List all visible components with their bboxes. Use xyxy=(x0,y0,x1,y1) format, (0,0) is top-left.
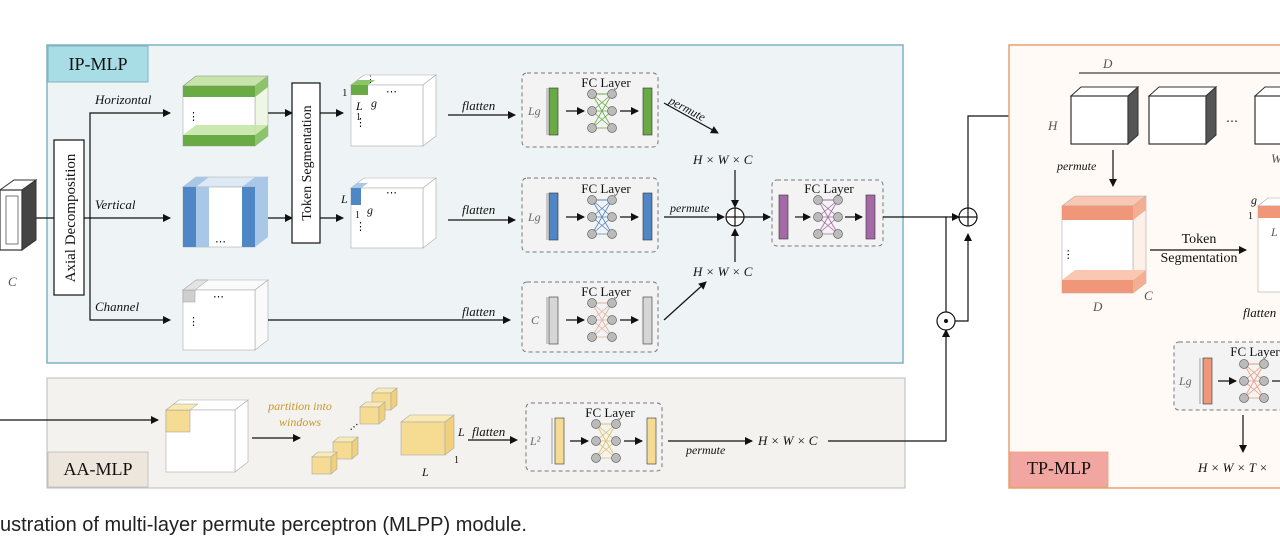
tp-mlp-label-box xyxy=(1009,451,1109,488)
fc-aa-input-label: L² xyxy=(529,434,541,448)
aa-cube xyxy=(165,399,249,473)
fc-layer-horizontal xyxy=(521,72,659,148)
aa-mlp-label-box xyxy=(47,451,149,488)
mult-dot xyxy=(944,319,948,323)
fc-layer-tp xyxy=(1173,341,1280,411)
fc-layer-channel xyxy=(521,281,659,353)
channel-cube: ⋯ ⋮ xyxy=(182,279,269,351)
tp-seg-one: 1 xyxy=(1248,211,1253,222)
ip-mlp-label: IP-MLP xyxy=(68,54,127,74)
from-token-seg-arrows xyxy=(320,109,344,222)
tp-token-seg-2: Segmentation xyxy=(1161,251,1238,266)
fc-layer-horizontal-title: FC Layer xyxy=(581,75,631,90)
aa-flatten-label: flatten xyxy=(472,424,505,439)
fc-layer-fusion xyxy=(771,179,884,247)
tp-permute-label: permute xyxy=(1056,159,1097,173)
tp-mlp-label: TP-MLP xyxy=(1027,458,1091,478)
flatten-label-v: flatten xyxy=(462,202,495,217)
permute-label-v: permute xyxy=(669,201,710,215)
tp-cubes-dots: ⋯ xyxy=(1226,114,1238,128)
aa-window-L-bottom: L xyxy=(421,465,429,479)
fc-layer-channel-title: FC Layer xyxy=(581,284,631,299)
seg-v-dots: ⋯ xyxy=(386,187,397,199)
seg-v-L: L xyxy=(340,192,348,206)
flatten-arrows xyxy=(448,111,516,224)
fc-layer-vertical-title: FC Layer xyxy=(581,181,631,196)
branch-channel-label: Channel xyxy=(95,299,139,314)
vertical-cube: ⋯ xyxy=(182,176,269,248)
merge-lines xyxy=(828,112,1041,442)
fc-layer-aa-title: FC Layer xyxy=(585,405,635,420)
segmented-cube-vertical: ⋯ ⋮ xyxy=(350,177,437,249)
to-token-seg-arrows xyxy=(268,109,511,324)
seg-h-one: 1 xyxy=(342,87,348,99)
tp-flatten-label: flatten xyxy=(1243,305,1276,320)
fc-channel-input-label: C xyxy=(531,313,540,327)
aa-windows xyxy=(311,387,398,475)
permute-arrows xyxy=(663,102,739,321)
channel-dots: ⋯ xyxy=(213,291,224,303)
tp-D-label-top: D xyxy=(1102,56,1113,71)
seg-v-vdots: ⋮ xyxy=(355,221,366,233)
fc-layer-vertical xyxy=(521,177,659,253)
flatten-label-h: flatten xyxy=(462,98,495,113)
tp-seg-L: L xyxy=(1270,225,1278,239)
seg-h-g: g xyxy=(371,96,377,110)
horizontal-cube: ⋮ xyxy=(182,75,269,147)
tp-segmented-cube xyxy=(1257,197,1280,293)
seg-h-dots: ⋯ xyxy=(386,86,397,98)
hwc-label-top: H × W × C xyxy=(692,152,753,167)
aa-window-L-right: L xyxy=(457,425,465,439)
horizontal-vdots: ⋮ xyxy=(188,111,199,123)
tp-W-label: W xyxy=(1271,151,1280,166)
token-segmentation-text: Token Segmentation xyxy=(300,105,315,220)
seg-h-one-2: 1 xyxy=(356,112,361,123)
tp-token-seg-1: Token xyxy=(1182,232,1217,247)
tp-output-label: H × W × T × xyxy=(1197,460,1268,475)
token-segmentation-box xyxy=(291,82,321,244)
tp-D-label-bottom: D xyxy=(1092,299,1103,314)
seg-h-L: L xyxy=(355,99,363,113)
aa-mlp-label: AA-MLP xyxy=(63,459,132,479)
branch-horizontal-label: Horizontal xyxy=(94,92,152,107)
fc-horizontal-input-label: Lg xyxy=(527,104,541,118)
input-channel-label: C xyxy=(8,274,17,289)
figure-caption: ustration of multi-layer permute percept… xyxy=(0,514,527,536)
aa-single-window xyxy=(400,414,455,456)
hwc-label-bottom: H × W × C xyxy=(692,264,753,279)
tp-C-label: C xyxy=(1144,288,1153,303)
flatten-label-c: flatten xyxy=(462,304,495,319)
tp-cube-2 xyxy=(1147,85,1218,146)
fc-layer-tp-title: FC Layer xyxy=(1230,344,1280,359)
axial-decomposition-box xyxy=(53,139,85,296)
fc-vertical-input-label: Lg xyxy=(527,210,541,224)
seg-h-dots-top: ⋮ xyxy=(366,74,375,84)
channel-vdots: ⋮ xyxy=(188,316,199,328)
tp-cube-vdots: ⋯ xyxy=(1062,249,1074,260)
tp-cube-1 xyxy=(1069,85,1140,146)
branch-lines xyxy=(84,109,171,324)
tp-seg-g: g xyxy=(1251,193,1257,207)
seg-v-g: g xyxy=(367,203,373,217)
branch-vertical-label: Vertical xyxy=(95,197,136,212)
fc-layer-aa xyxy=(525,402,663,472)
partition-label-2: windows xyxy=(279,415,321,429)
input-cube xyxy=(0,179,38,251)
segmented-cube-horizontal: ⋮ ⋯ ⋮ xyxy=(350,74,437,147)
tp-cube-3 xyxy=(1253,86,1280,145)
vertical-dots: ⋯ xyxy=(215,236,226,248)
axial-decomposition-text: Axial Decomposition xyxy=(63,153,79,282)
aa-hwc-label: H × W × C xyxy=(757,433,818,448)
partition-label-1: partition into xyxy=(267,399,332,413)
fc-layer-fusion-title: FC Layer xyxy=(804,181,854,196)
fc-tp-input-label: Lg xyxy=(1178,374,1192,388)
aa-permute-label: permute xyxy=(685,443,726,457)
seg-v-one: 1 xyxy=(355,210,360,221)
seg-h-vdots: ⋮ xyxy=(355,117,366,129)
tp-H-label: H xyxy=(1047,118,1058,133)
ip-mlp-label-box xyxy=(47,45,149,83)
tp-orange-cube: ⋯ xyxy=(1061,195,1147,294)
aa-window-one: 1 xyxy=(454,455,459,466)
